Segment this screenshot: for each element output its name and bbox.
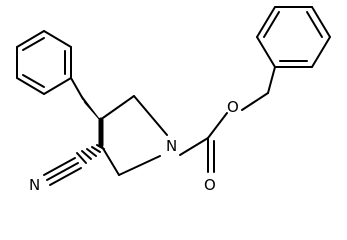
bond [43, 30, 72, 48]
hash [81, 150, 92, 160]
bond [16, 30, 45, 48]
bond-ch2-phenyl [267, 66, 276, 94]
bond [49, 167, 82, 186]
pyrrolidine-ring [99, 95, 168, 176]
bond-carbonyl-o [207, 112, 228, 139]
phenyl-ring-left [16, 30, 72, 95]
bond [118, 155, 161, 176]
bond [133, 95, 168, 136]
bond [311, 6, 331, 38]
bond-o-ch2 [241, 92, 269, 111]
phenyl-ring-right [256, 6, 331, 68]
bond-n-carbonyl [179, 137, 209, 156]
atom-label-ester-oxygen: O [227, 98, 239, 116]
bond [256, 36, 276, 68]
wedge-bond-fill [83, 99, 100, 121]
atom-label-ring-nitrogen: N [166, 137, 177, 155]
molecule-canvas: N O O N [16, 6, 331, 194]
bond [43, 157, 76, 176]
aromatic-inner-bond [306, 11, 323, 38]
bond [99, 95, 135, 121]
hash [96, 144, 105, 150]
nitrile-triple-bond [43, 157, 82, 186]
aromatic-inner-bond [22, 37, 45, 51]
bond [311, 36, 331, 68]
structure-diagram: N O O N [16, 6, 331, 194]
hash [76, 152, 87, 164]
aromatic-inner-bond [263, 11, 280, 38]
aromatic-inner-bond [22, 74, 45, 88]
bond [46, 162, 79, 181]
bond [16, 77, 45, 95]
bond [43, 77, 72, 95]
hashed-wedge-nitrile [76, 144, 105, 164]
hash [86, 148, 97, 157]
atom-label-carbonyl-oxygen: O [204, 176, 216, 194]
atom-label-nitrile-nitrogen: N [29, 176, 40, 194]
hash [91, 146, 101, 153]
bond [256, 6, 276, 38]
